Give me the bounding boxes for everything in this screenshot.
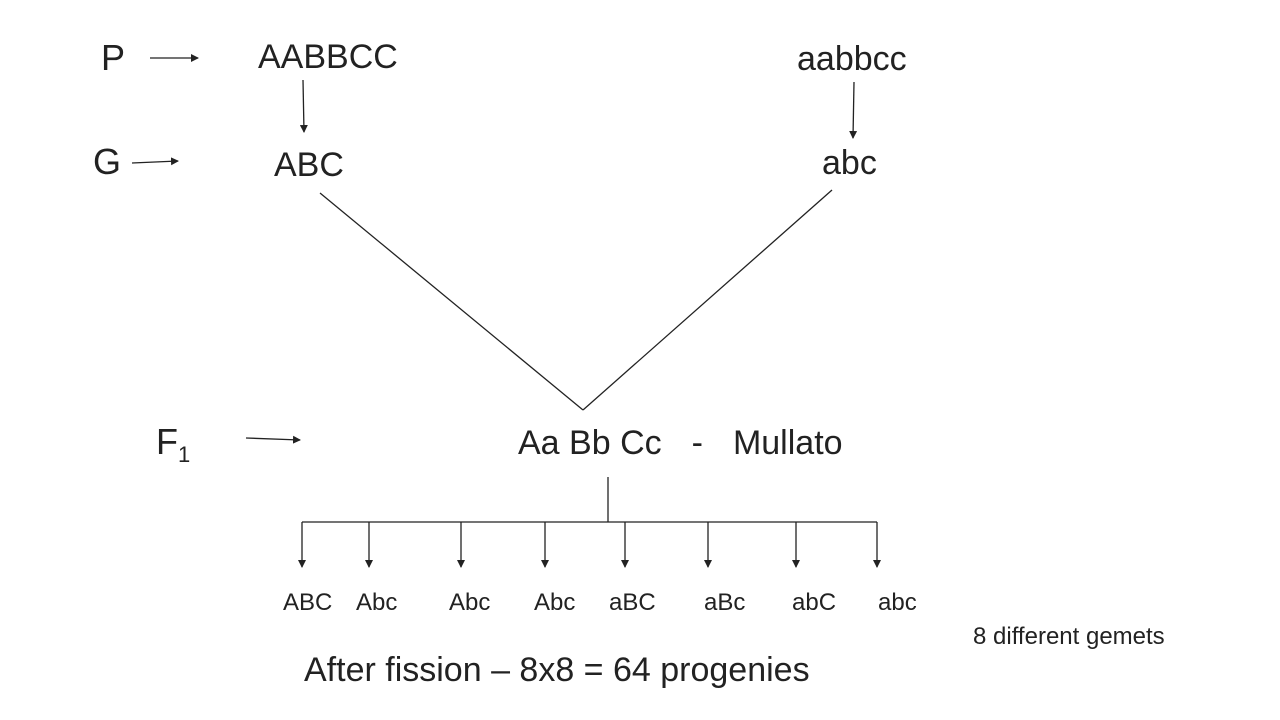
p-label: P: [101, 37, 126, 78]
g-arrow: [131, 157, 179, 166]
cross-line-right: [582, 189, 833, 411]
f1-arrow: [245, 435, 301, 444]
gamete-count-note: 8 different gemets: [973, 623, 1165, 650]
g-label: G: [93, 141, 122, 182]
f1-subscript: 1: [178, 442, 191, 467]
f1-gamete-label: Abc: [449, 589, 491, 616]
gamete-recessive: abc: [822, 144, 877, 182]
f1-name: Mullato: [732, 424, 843, 462]
recessive-gamete-arrow: [849, 81, 858, 139]
f1-genotype: Aa Bb Cc-Mullato: [518, 426, 843, 460]
f1-gamete-label: ABC: [283, 589, 333, 616]
f1-dash: -: [691, 424, 703, 462]
parent-recessive: aabbcc: [797, 40, 907, 78]
cross-line-left: [319, 192, 584, 411]
f1-gamete-label: aBC: [609, 589, 656, 616]
f1-label: F1: [156, 424, 190, 466]
f1-gamete-label: abC: [792, 589, 837, 616]
dominant-gamete-arrow: [299, 79, 308, 133]
f1-genotype-text: Aa Bb Cc: [518, 424, 662, 462]
progeny-summary: After fission – 8x8 = 64 progenies: [304, 651, 810, 689]
f1-gamete-label: Abc: [356, 589, 398, 616]
gamete-dominant: ABC: [274, 146, 344, 184]
parent-dominant: AABBCC: [258, 38, 398, 76]
f1-gamete-label: abc: [878, 589, 917, 616]
f1-letter: F: [156, 421, 178, 462]
f1-gamete-label: aBc: [704, 589, 746, 616]
f1-gamete-label: Abc: [534, 589, 576, 616]
